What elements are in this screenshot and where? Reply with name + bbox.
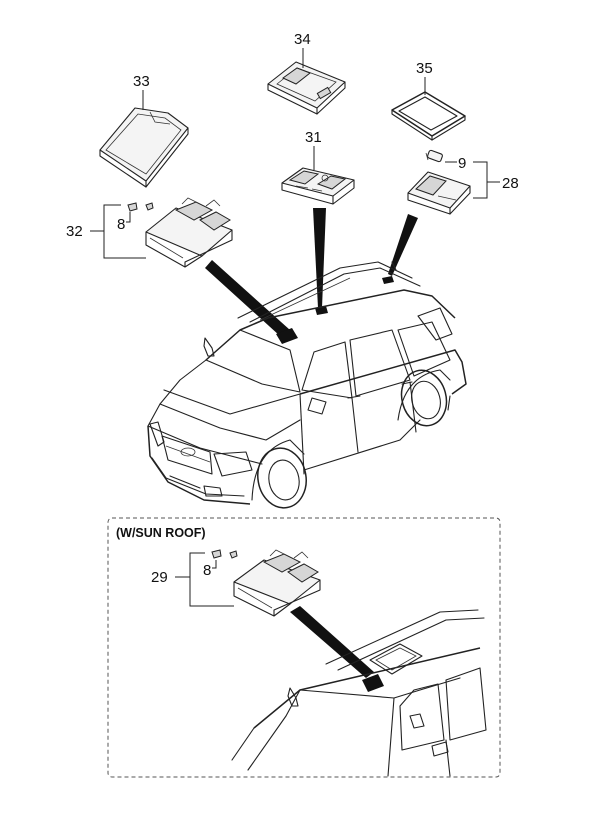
vehicle-illustration bbox=[147, 261, 467, 509]
inset-vehicle-illustration bbox=[231, 609, 487, 777]
callout-9: 9 bbox=[458, 155, 466, 172]
inset-title: (W/SUN ROOF) bbox=[116, 526, 206, 540]
part-33-lens-cover bbox=[99, 107, 189, 188]
part-28-rear-lamp bbox=[407, 171, 471, 215]
part-31-room-lamp bbox=[281, 167, 355, 205]
callout-29: 29 bbox=[151, 569, 168, 586]
part-32-overhead-console bbox=[145, 197, 233, 268]
inset-border bbox=[107, 517, 501, 778]
roof-spot-28 bbox=[382, 276, 394, 284]
pointer-28 bbox=[388, 214, 418, 276]
roof-spot-32 bbox=[276, 328, 298, 344]
pointer-31 bbox=[313, 208, 326, 308]
callout-35: 35 bbox=[416, 60, 433, 77]
callout-33: 33 bbox=[133, 73, 150, 90]
callout-34: 34 bbox=[294, 31, 311, 48]
part-29-overhead-console bbox=[233, 549, 321, 617]
callout-28: 28 bbox=[502, 175, 519, 192]
pointer-32 bbox=[205, 260, 290, 336]
part-8-screw-inset bbox=[211, 549, 238, 559]
callout-8-inset: 8 bbox=[203, 562, 211, 579]
callout-8-main: 8 bbox=[117, 216, 125, 233]
part-8-screw-main bbox=[127, 202, 154, 212]
part-34-lens bbox=[267, 61, 346, 115]
callout-31: 31 bbox=[305, 129, 322, 146]
roof-spot-29 bbox=[362, 674, 384, 692]
callout-32: 32 bbox=[66, 223, 83, 240]
pointer-29 bbox=[290, 606, 374, 678]
part-9-bulb bbox=[425, 149, 443, 163]
part-35-gasket bbox=[391, 91, 466, 141]
